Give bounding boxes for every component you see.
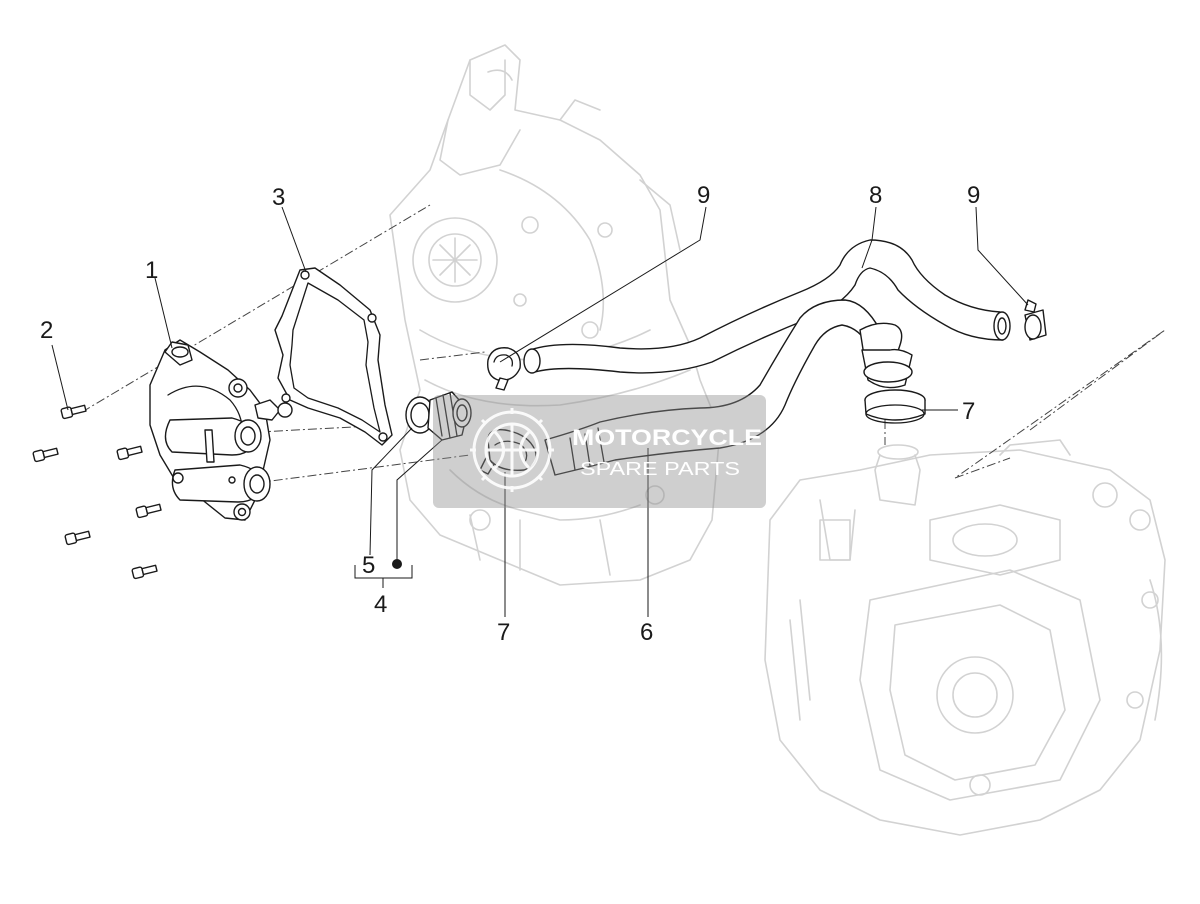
bolt-2 <box>32 447 59 463</box>
callout-4: 4 <box>374 591 387 618</box>
upper-hose <box>523 239 1011 374</box>
bolts-group <box>32 404 162 580</box>
watermark-background <box>433 395 766 508</box>
water-pump-cover <box>149 339 293 521</box>
fitting-sleeve <box>427 391 472 441</box>
callout-7-left: 7 <box>497 619 510 646</box>
callout-9-left: 9 <box>697 182 710 209</box>
callout-labels: 1 2 3 4 5 6 7 7 8 9 9 <box>40 182 980 646</box>
bolt-1 <box>60 404 87 420</box>
hose-clamp-upper-right <box>1024 299 1047 341</box>
bolt-4 <box>135 503 162 519</box>
engine-case-ghost <box>389 44 721 586</box>
gear-globe-icon <box>470 408 554 492</box>
hose-clamp-lower-right <box>864 389 926 424</box>
callout-5: 5 <box>362 552 375 579</box>
bolt-6 <box>131 564 158 580</box>
callout-6: 6 <box>640 619 653 646</box>
callout-3: 3 <box>272 184 285 211</box>
bolt-3 <box>116 445 143 461</box>
hose-clamp-upper-left <box>487 347 521 391</box>
bolt-5 <box>64 530 91 546</box>
lower-hose <box>544 299 913 476</box>
callout-7-right: 7 <box>962 398 975 425</box>
leader-lines <box>51 206 1029 617</box>
callout-9-right: 9 <box>967 182 980 209</box>
callout-1: 1 <box>145 257 158 284</box>
watermark: MOTORCYCLE SPARE PARTS <box>433 395 766 508</box>
watermark-brand: MOTORCYCLE <box>572 425 762 450</box>
callout-8: 8 <box>869 182 882 209</box>
o-ring <box>405 396 435 434</box>
cylinder-head-ghost <box>764 439 1166 836</box>
callout-2: 2 <box>40 317 53 344</box>
watermark-tagline: SPARE PARTS <box>580 459 740 479</box>
filled-dot-icon <box>392 559 402 569</box>
gasket <box>274 267 393 446</box>
